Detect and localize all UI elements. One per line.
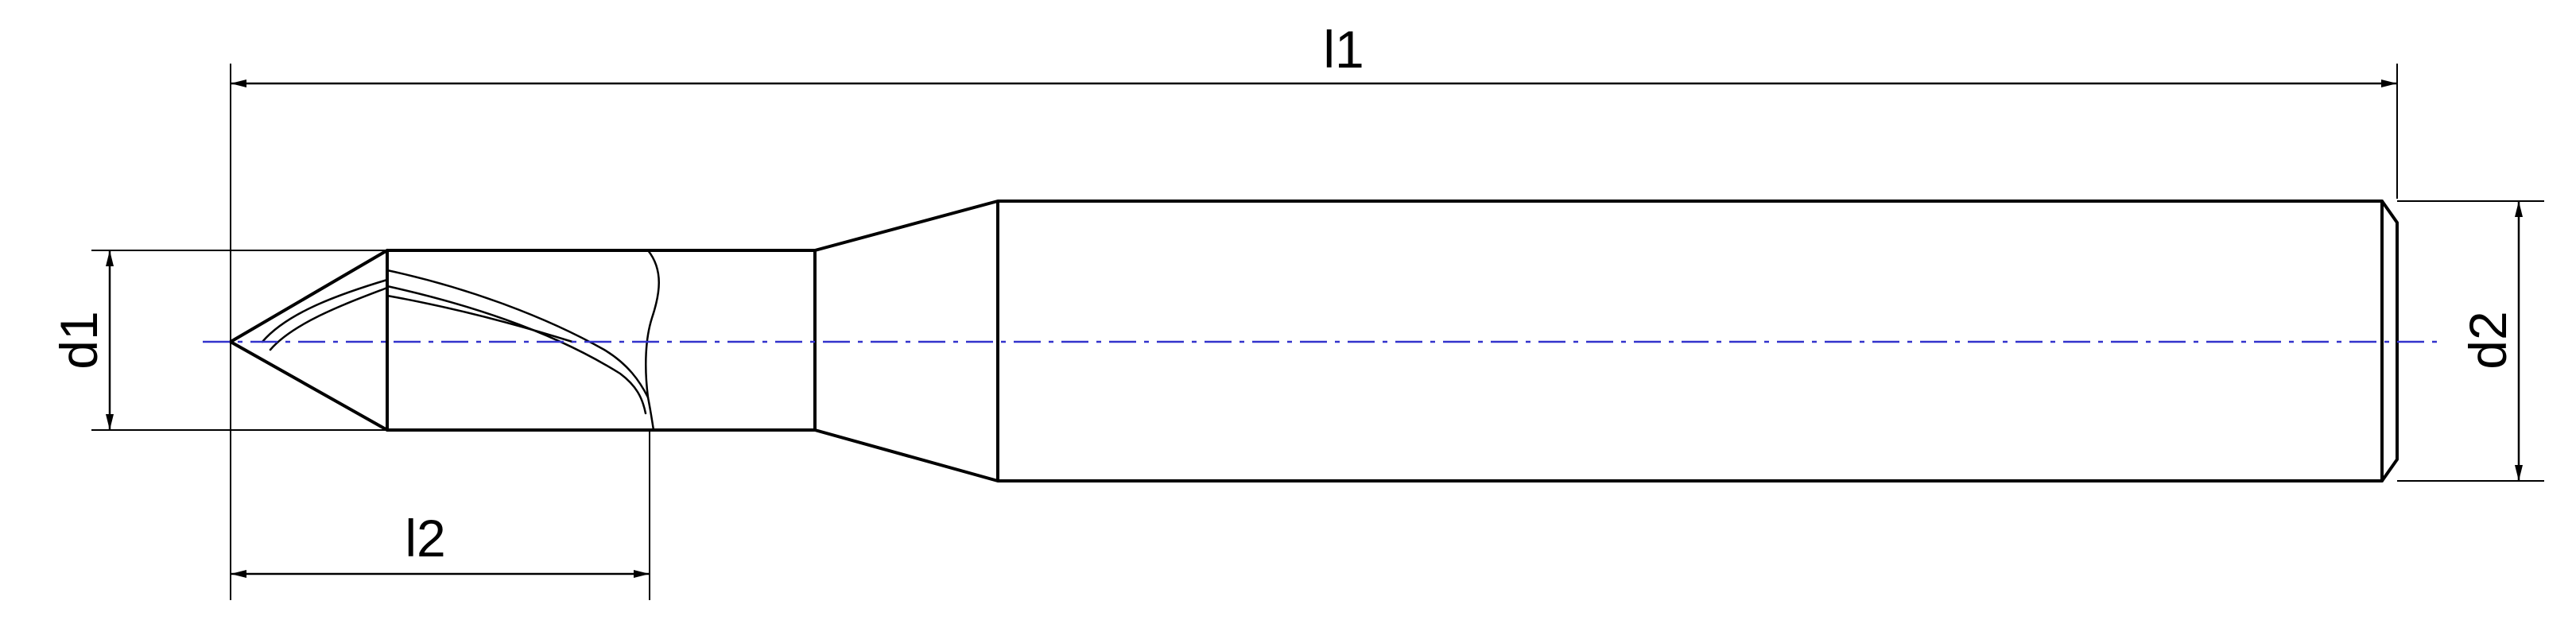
label-d2: d2	[2458, 311, 2517, 369]
tool-neck	[814, 200, 999, 482]
flute-tail	[386, 294, 574, 343]
cutting-edge-1	[261, 278, 389, 343]
flute-curve-1	[386, 269, 650, 399]
flute-curve-2	[386, 285, 647, 415]
cutting-edge-2	[269, 286, 389, 351]
dimension-lines	[106, 79, 2523, 578]
tool-point	[229, 249, 389, 432]
tool-shank	[998, 200, 2384, 482]
label-l2: l2	[405, 509, 445, 568]
flute-end	[645, 249, 660, 432]
flute-detail	[261, 249, 660, 432]
shank-chamfer	[2380, 200, 2399, 482]
extension-lines	[91, 64, 2544, 600]
label-d1: d1	[49, 311, 108, 369]
tool-body	[387, 249, 817, 432]
label-l1: l1	[1323, 20, 1364, 79]
